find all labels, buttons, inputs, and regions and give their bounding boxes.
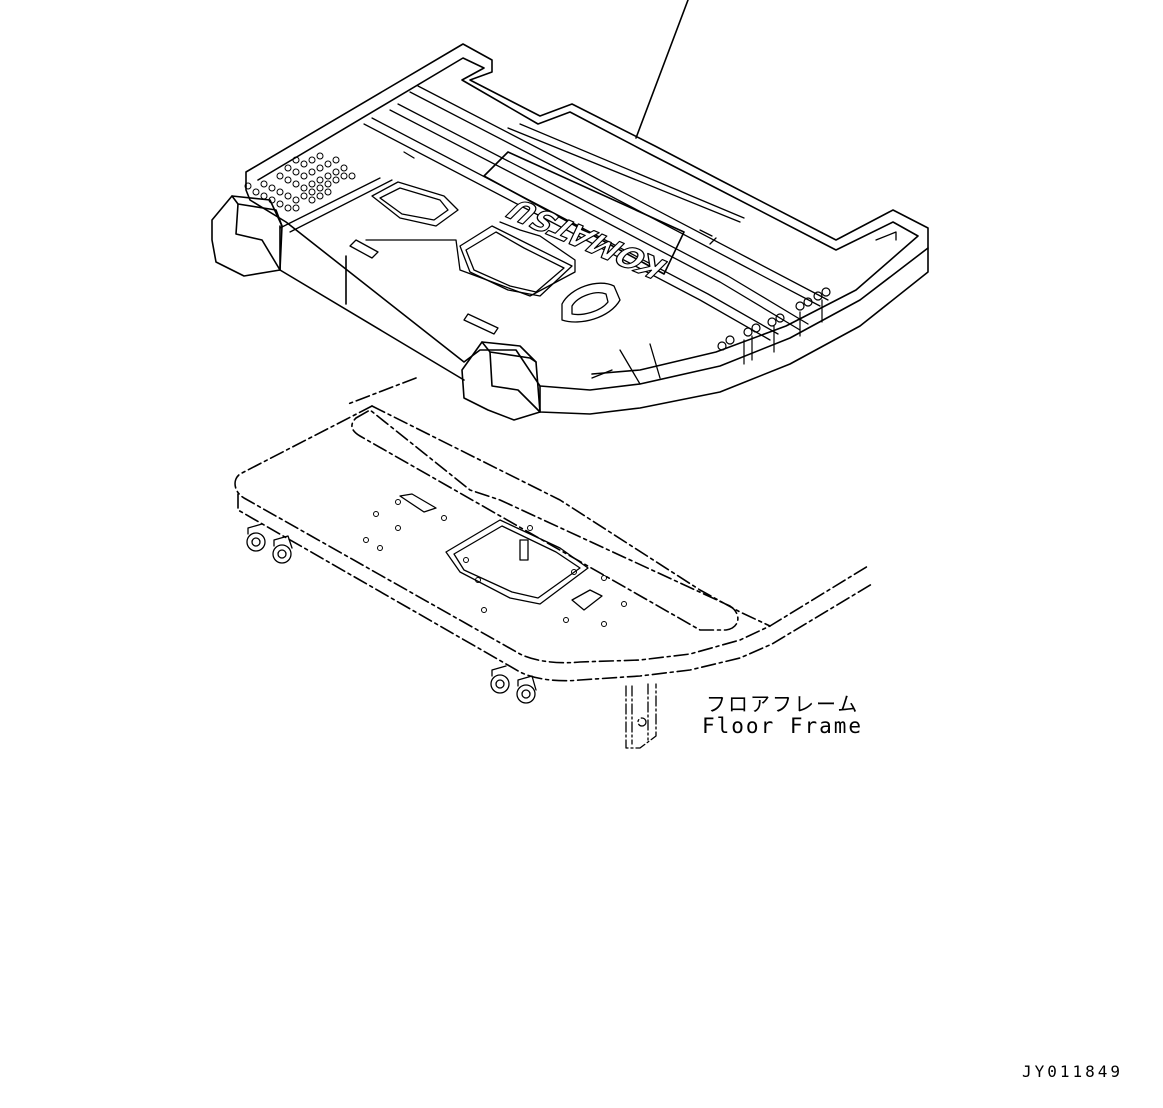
part-label-japanese: フロアフレーム (706, 692, 860, 716)
alignment-line (347, 377, 417, 405)
frame-bracket (625, 683, 657, 749)
floor-frame-details (246, 493, 657, 749)
mat-edge-clips (717, 287, 831, 365)
frame-hinge-lugs-front (490, 665, 537, 704)
floor-frame (234, 405, 873, 682)
drawing-number: JY011849 (1022, 1062, 1124, 1081)
mat-centre-recess (365, 221, 576, 297)
mat-perforation-holes (244, 152, 356, 212)
frame-bolt-holes (363, 499, 627, 627)
floor-mat-front-edge (539, 247, 929, 415)
mat-recess-oval (561, 282, 621, 323)
leader-line (635, 0, 689, 139)
part-label-english: Floor Frame (702, 714, 864, 738)
floor-frame-top-outline (234, 405, 869, 664)
front-corner-block (461, 341, 541, 421)
left-corner-block (211, 195, 283, 277)
frame-centre-plate (445, 519, 589, 605)
floor-frame-recess (351, 409, 739, 631)
floor-mat-outline (245, 43, 929, 391)
frame-hinge-lugs-rear (246, 523, 293, 564)
floor-frame-lower-outline (237, 493, 873, 682)
floor-frame-back-edge (371, 405, 771, 627)
floor-mat-lip (257, 57, 919, 375)
mat-recess-rear (371, 181, 459, 227)
mat-grooves (279, 85, 897, 385)
floor-mat: KOMATSU (211, 43, 929, 421)
